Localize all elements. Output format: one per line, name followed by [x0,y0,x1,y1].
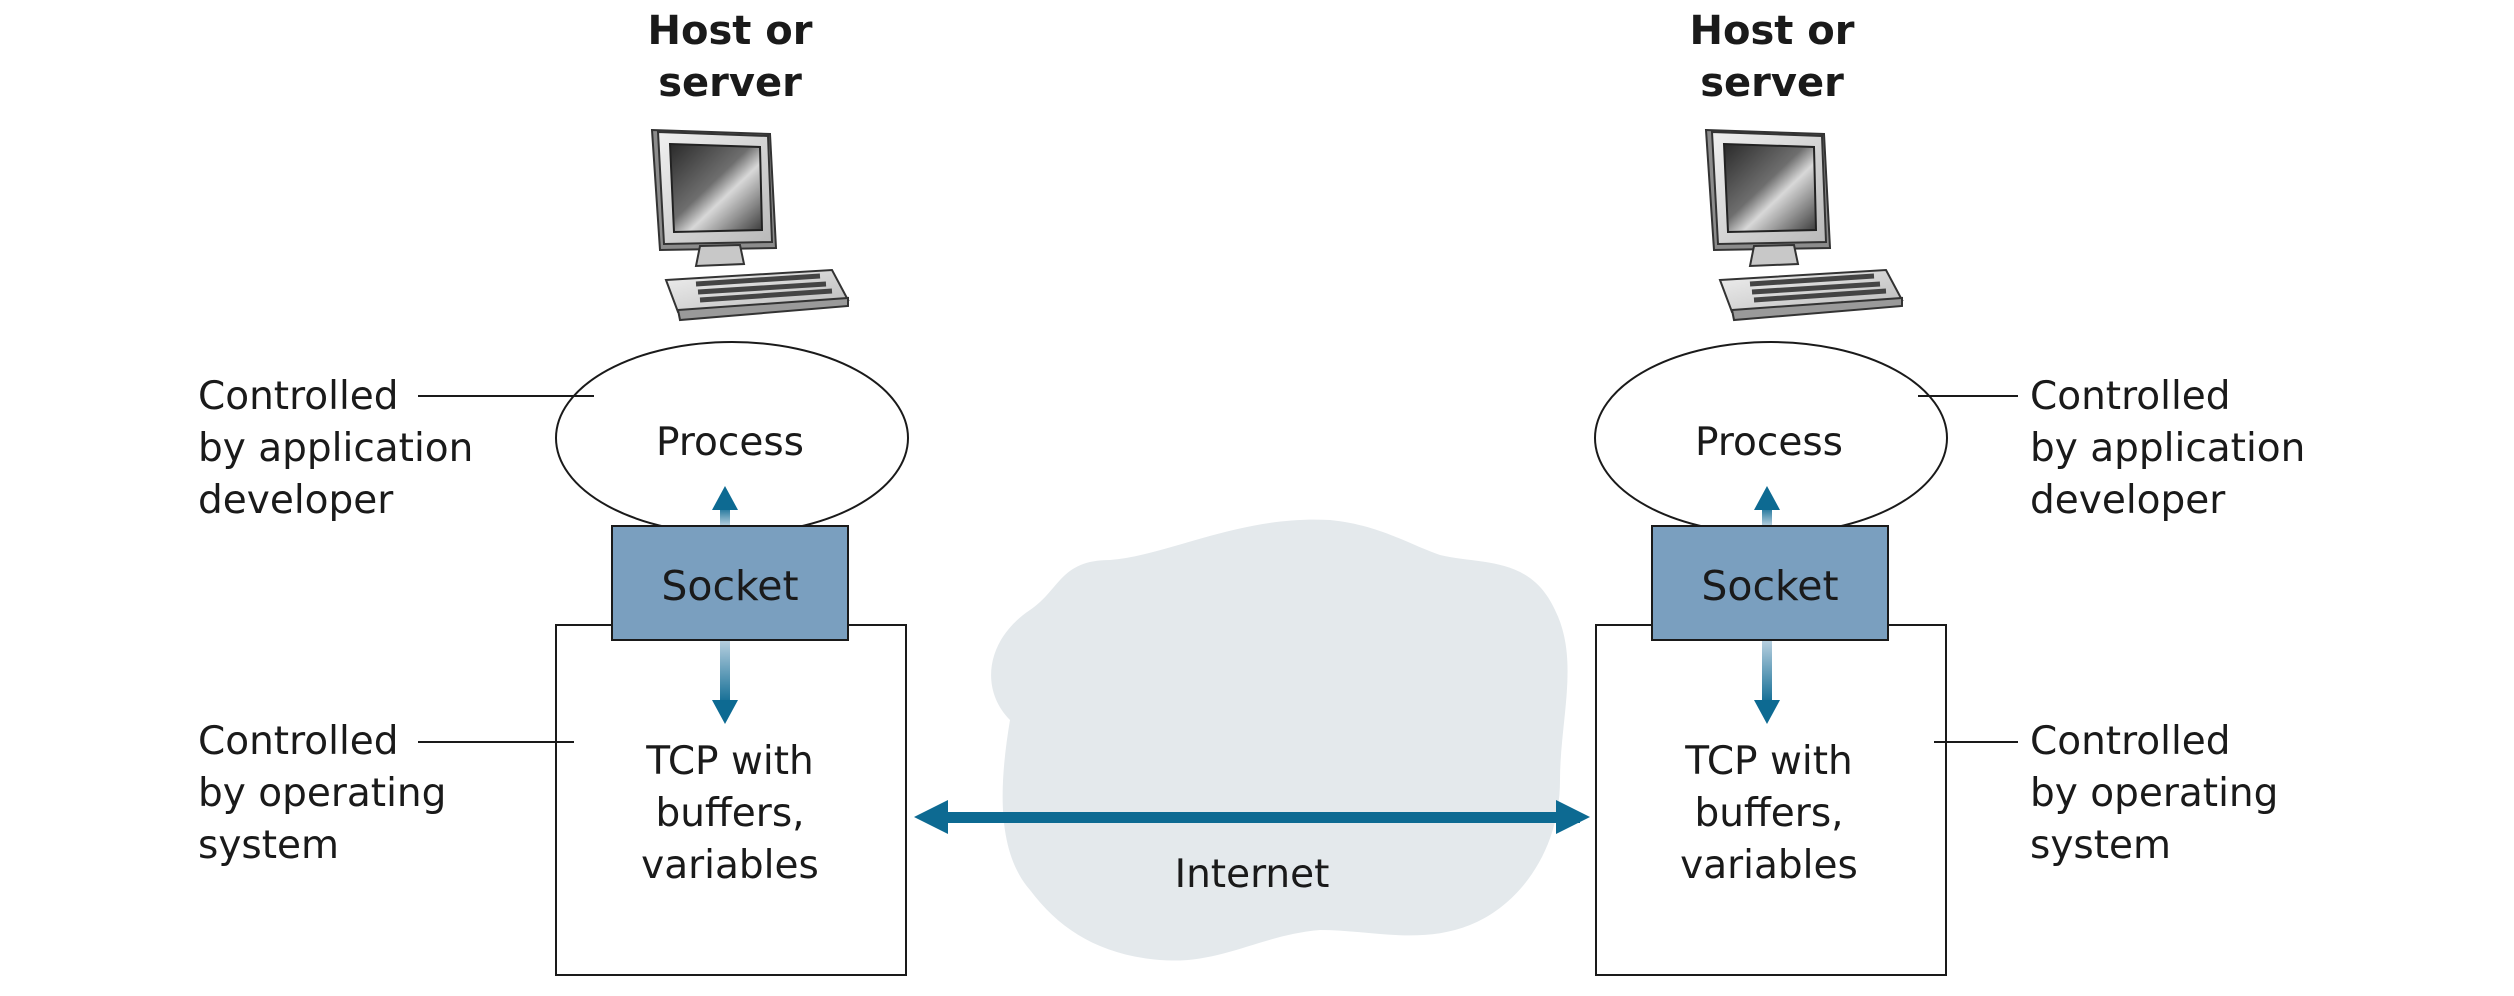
left-tcp-line3: variables [641,843,819,888]
left-down-arrow-shaft [720,640,730,705]
left-tcp-line2: buffers, [655,791,804,836]
right-app-note-line3: developer [2030,478,2226,523]
right-host: Host or server Process TCP with buffers,… [1594,8,2305,976]
right-tcp-line3: variables [1680,843,1858,888]
left-tcp-line1: TCP with [645,739,813,784]
right-tcp-line1: TCP with [1684,739,1852,784]
left-up-arrow-shaft [720,506,730,526]
left-app-note-line3: developer [198,478,394,523]
left-os-note-line3: system [198,823,339,868]
right-os-note-line2: by operating [2030,771,2278,816]
right-tcp-line2: buffers, [1694,791,1843,836]
left-os-note-line2: by operating [198,771,446,816]
right-down-arrow-head [1754,700,1780,724]
right-up-arrow-head [1754,486,1780,510]
internet-connection-arrow [914,800,1590,834]
left-socket-box [611,525,849,641]
right-os-note-line3: system [2030,823,2171,868]
right-app-note-line1: Controlled [2030,374,2231,419]
left-computer-icon [652,130,848,320]
right-down-arrow-shaft [1762,640,1772,705]
left-os-note-line1: Controlled [198,719,399,764]
right-app-note-line2: by application [2030,426,2305,471]
right-host-title-line2: server [1700,60,1844,106]
left-app-note-line2: by application [198,426,473,471]
left-down-arrow-head [712,700,738,724]
right-socket-label: Socket [1701,562,1838,610]
right-os-note-line1: Controlled [2030,719,2231,764]
right-host-title-line1: Host or [1689,8,1854,54]
left-app-note-line1: Controlled [198,374,399,419]
left-process-label: Process [656,420,804,465]
internet-label: Internet [1175,852,1330,897]
right-socket-box [1651,525,1889,641]
internet-cloud [991,519,1568,961]
left-host-title-line1: Host or [647,8,812,54]
left-tcp-box [555,624,907,976]
left-up-arrow-head [712,486,738,510]
left-socket-label: Socket [661,562,798,610]
right-computer-icon [1706,130,1902,320]
right-up-arrow-shaft [1762,506,1772,526]
left-host: Host or server Process TCP with buffers,… [198,8,909,976]
left-host-title-line2: server [658,60,802,106]
right-process-label: Process [1695,420,1843,465]
